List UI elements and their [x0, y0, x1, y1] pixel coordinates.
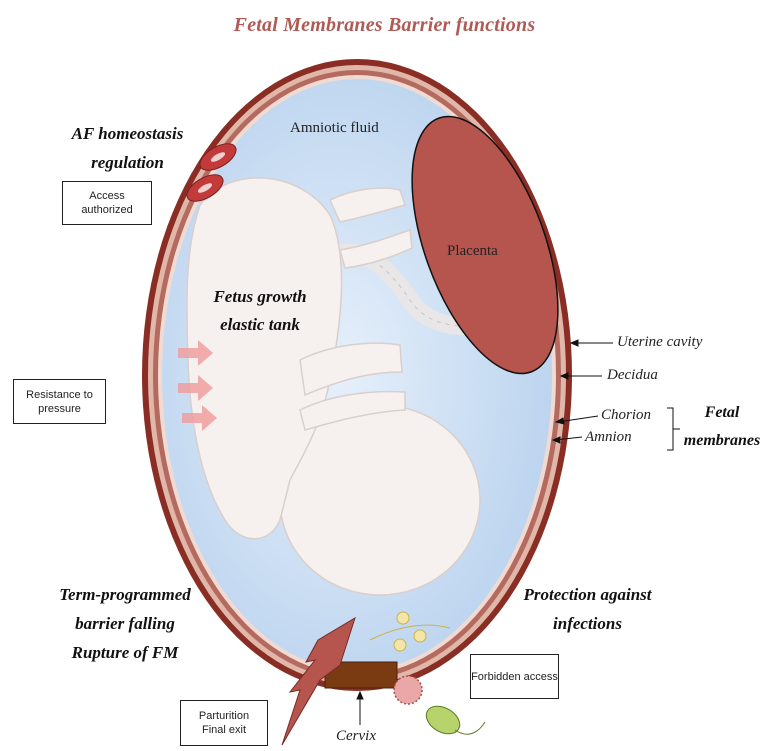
parturition-box: Parturition Final exit [180, 700, 268, 746]
af-homeostasis-label: AF homeostasis regulation [40, 119, 215, 177]
cervix-label: Cervix [336, 728, 376, 745]
uterine-cavity-label: Uterine cavity [617, 334, 702, 351]
decidua-label: Decidua [607, 367, 658, 384]
fetal-line1: Fetal [682, 399, 762, 427]
access-authorized-box: Access authorized [62, 181, 152, 225]
term-line2: barrier falling [30, 609, 220, 638]
protection-infections-label: Protection against infections [505, 580, 670, 638]
protection-line1: Protection against [505, 580, 670, 609]
term-programmed-label: Term-programmed barrier falling Rupture … [30, 580, 220, 667]
term-line1: Term-programmed [30, 580, 220, 609]
fetus-growth-label: Fetus growth elastic tank [200, 283, 320, 339]
placenta-label: Placenta [447, 243, 498, 260]
forbidden-access-box: Forbidden access [470, 654, 559, 699]
fetal-membranes-label: Fetal membranes [682, 399, 762, 455]
resistance-to-pressure-box: Resistance to pressure [13, 379, 106, 424]
protection-line2: infections [505, 609, 670, 638]
chorion-label: Chorion [601, 407, 651, 424]
fetus-growth-line2: elastic tank [200, 311, 320, 339]
parturition-line1: Parturition [199, 709, 249, 723]
af-homeostasis-line1: AF homeostasis [40, 119, 215, 148]
fetus-growth-line1: Fetus growth [200, 283, 320, 311]
amniotic-fluid-label: Amniotic fluid [290, 120, 379, 137]
fetal-line2: membranes [682, 427, 762, 455]
amnion-label: Amnion [585, 429, 632, 446]
parturition-line2: Final exit [202, 723, 246, 737]
af-homeostasis-line2: regulation [40, 148, 215, 177]
term-line3: Rupture of FM [30, 638, 220, 667]
